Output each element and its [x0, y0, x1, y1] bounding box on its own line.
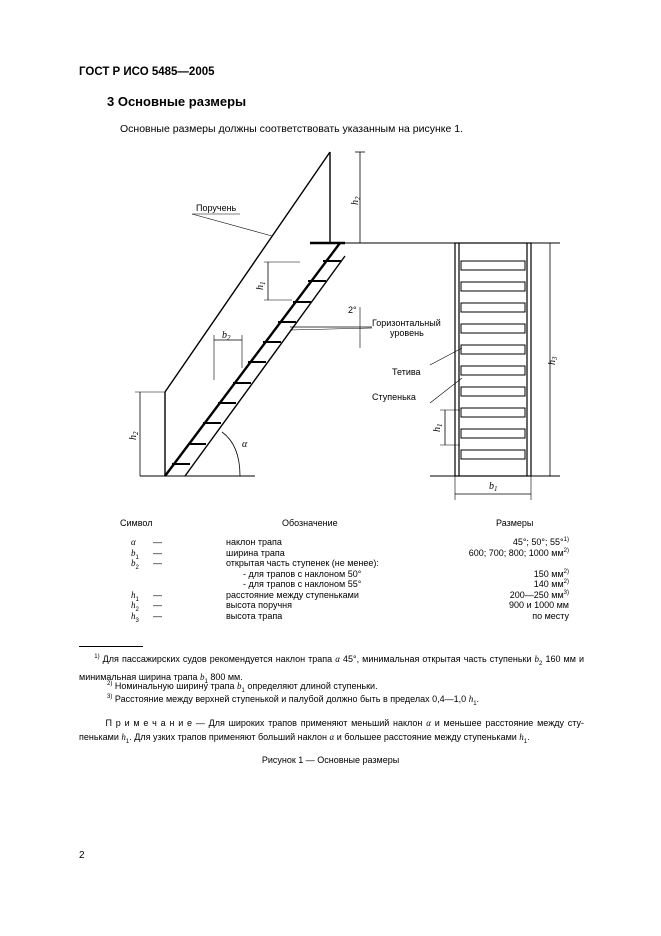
label-alpha: α [242, 439, 248, 450]
label-stringer: Тетива [392, 367, 421, 377]
figure-caption: Рисунок 1 — Основные размеры [261, 755, 400, 765]
table-row-value: по месту [532, 610, 569, 621]
table-row-dash: — [153, 537, 162, 547]
table-row-dash: — [153, 589, 162, 600]
ladder-figure: Поручень Горизонтальный уровень Тетива С… [128, 151, 560, 500]
table-row-value: 200—250 мм3) [509, 589, 569, 600]
table-row-symbol: h2 [131, 600, 139, 613]
label-b2: b2 [222, 330, 231, 342]
table-row-dash: — [153, 610, 162, 621]
table-row-symbol: b2 [131, 558, 139, 571]
table-row-symbol: h1 [131, 589, 139, 603]
document-header: ГОСТ Р ИСО 5485—2005 [79, 66, 215, 78]
table-row-dash: — [153, 547, 162, 558]
footnote-rule [79, 646, 143, 647]
note-paragraph: П р и м е ч а н и е — Для широких трапов… [79, 718, 584, 745]
table-header-designation: Обозначение [282, 518, 338, 528]
table-row-value: 900 и 1000 мм [509, 600, 569, 610]
table-row-value: 600; 700; 800; 1000 мм2) [468, 547, 569, 558]
table-row-designation: наклон трапа [226, 537, 282, 547]
label-h1-right: h1 [432, 424, 444, 433]
footnote-2: 2) Номинальную ширину трапа b1 определяю… [107, 681, 378, 694]
table-row-designation: расстояние между ступеньками [226, 589, 359, 600]
label-2deg: 2° [348, 305, 357, 315]
table-row-designation: ширина трапа [226, 547, 285, 558]
label-h3: h3 [547, 356, 559, 365]
table-row-designation: высота поручня [226, 600, 293, 610]
table-row-value: 140 мм2) [533, 579, 569, 589]
page-number: 2 [79, 850, 85, 861]
table-header-symbol: Символ [120, 518, 153, 528]
stringer-outer [164, 242, 341, 477]
label-horizontal-2: уровень [390, 328, 424, 338]
label-h1-left: h1 [255, 282, 267, 291]
table-row-value: 45°; 50°; 55°1) [512, 537, 569, 547]
label-h2-top: h2 [350, 196, 362, 205]
label-b1: b1 [489, 481, 498, 493]
table-row-symbol: h3 [131, 610, 139, 624]
table-row-designation: высота трапа [226, 610, 283, 621]
table-row-designation: - для трапов с наклоном 50° [243, 568, 362, 579]
table-row-designation: - для трапов с наклоном 55° [243, 579, 362, 589]
label-handrail: Поручень [196, 203, 237, 213]
table-row-dash: — [153, 558, 162, 568]
table-header-dimensions: Размеры [496, 518, 534, 528]
footnote-3: 3) Расстояние между верхней ступенькой и… [107, 694, 480, 707]
stringer-inner [184, 255, 346, 477]
vertical-ladder-frame [454, 242, 532, 477]
section-title: 3 Основные размеры [107, 94, 247, 109]
table-row-designation: открытая часть ступенек (не менее): [226, 558, 379, 568]
footnote-1: 1) Для пассажирских судов рекомендуется … [79, 654, 584, 685]
table-row-symbol: α [131, 537, 136, 547]
intro-paragraph: Основные размеры должны соответствовать … [120, 123, 464, 135]
table-row-symbol: b1 [131, 547, 139, 561]
label-h2-left: h2 [128, 431, 140, 440]
table-row-value: 150 мм2) [533, 568, 569, 579]
handrail-line [164, 151, 331, 393]
label-step: Ступенька [372, 392, 416, 402]
table-row-dash: — [153, 600, 162, 610]
label-horizontal-1: Горизонтальный [372, 318, 441, 328]
